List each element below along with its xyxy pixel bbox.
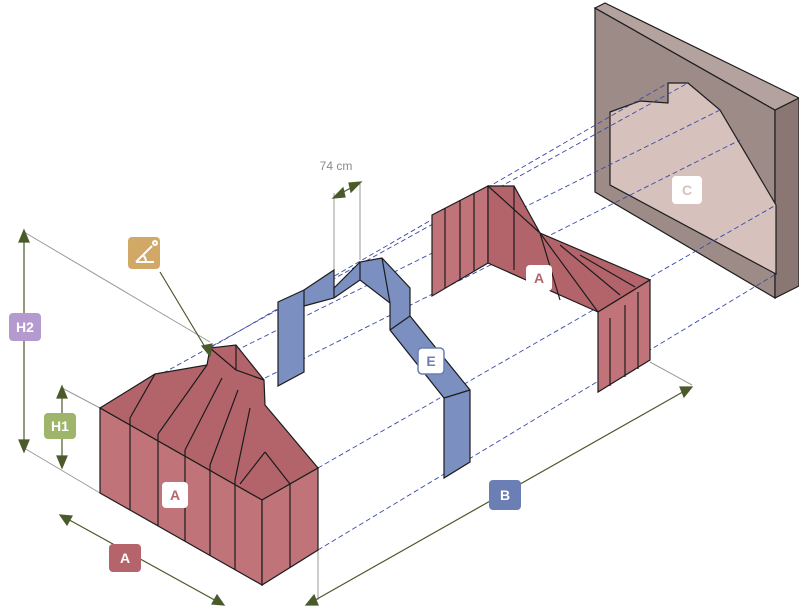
h2-label: H2: [16, 319, 34, 335]
badge-h2: H2: [9, 313, 41, 341]
wall-c: [593, 2, 799, 300]
wall-side-face: [774, 97, 799, 299]
a-dimension-label: A: [120, 550, 130, 566]
badge-a-front: A: [162, 482, 188, 508]
badge-a-back: A: [526, 265, 552, 291]
h1-label: H1: [51, 418, 69, 434]
back-right-panel: [597, 278, 651, 394]
badge-c: C: [672, 176, 702, 204]
a-back-label: A: [534, 270, 544, 286]
badge-b: B: [489, 480, 521, 510]
badge-a-dimension: A: [109, 544, 141, 572]
angle-leader-line: [159, 271, 209, 353]
dimension-arrows: [18, 181, 694, 606]
badge-h1: H1: [44, 413, 76, 439]
angle-icon: [135, 240, 158, 263]
a-front-label: A: [170, 487, 180, 503]
b-label: B: [500, 487, 510, 503]
guide-lines: [23, 182, 693, 600]
e-label: E: [426, 353, 435, 369]
badge-angle: [128, 237, 160, 269]
width-dimension-label: 74 cm: [320, 159, 353, 173]
badge-e: E: [417, 347, 445, 375]
a-dimension-line: [63, 516, 221, 604]
c-label: C: [682, 182, 692, 198]
wall-top-face: [593, 2, 799, 111]
